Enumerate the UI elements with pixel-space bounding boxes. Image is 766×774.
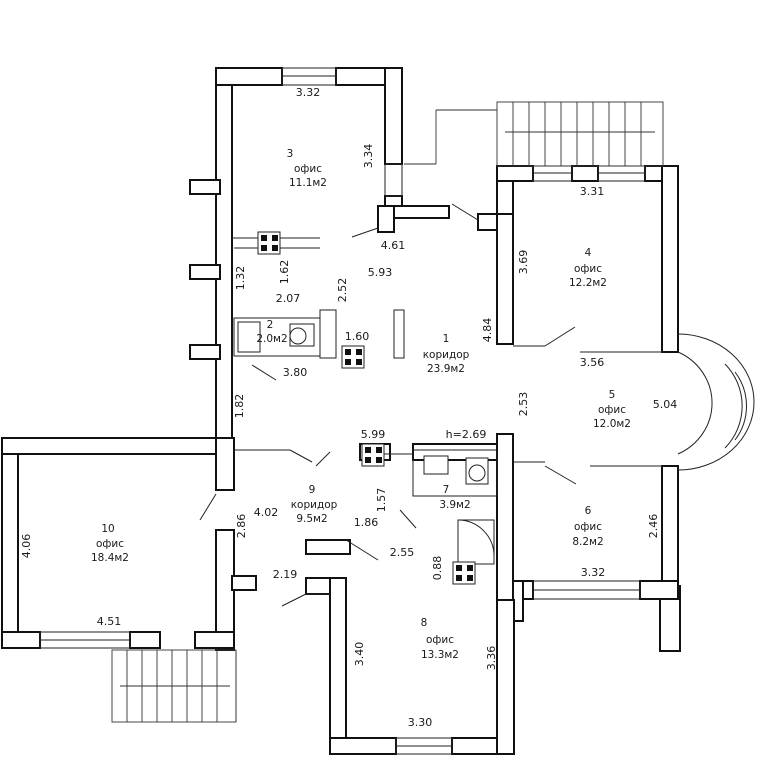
dimension: 3.69: [517, 250, 530, 275]
dimension: 4.02: [254, 506, 279, 519]
room-name: офис: [574, 521, 602, 533]
room-number: 10: [101, 523, 114, 535]
room-3-label: 3 офис 11.1м2: [287, 148, 327, 189]
room-9-label: 9 коридор 9.5м2: [291, 484, 338, 525]
dimension: 4.06: [20, 534, 33, 559]
dimension: 1.60: [345, 330, 370, 343]
room-number: 6: [585, 505, 592, 517]
bay-window: [677, 333, 755, 471]
room-2-label: 2 2.0м2: [256, 319, 287, 345]
dimension: 1.62: [278, 260, 291, 285]
room-number: 1: [443, 333, 450, 345]
stair-top-right: [404, 101, 664, 167]
walls: [1, 67, 681, 755]
dimension: 4.61: [381, 239, 406, 252]
room-number: 2: [267, 319, 274, 331]
dimension: 1.82: [233, 394, 246, 419]
room-number: 9: [309, 484, 316, 496]
dimension: 2.52: [336, 278, 349, 303]
room-area: 13.3м2: [421, 649, 459, 661]
room-area: 12.2м2: [569, 277, 607, 289]
room-name: офис: [598, 404, 626, 416]
room-area: 12.0м2: [593, 418, 631, 430]
stair-bottom-left: [111, 649, 237, 723]
room-number: 4: [585, 247, 592, 259]
dimension: 2.55: [390, 546, 415, 559]
dimension: 3.31: [580, 185, 605, 198]
room-area: 8.2м2: [572, 536, 603, 548]
room-1-label: 1 коридор 23.9м2: [423, 333, 470, 375]
ceiling-height: h=2.69: [446, 428, 487, 441]
room-area: 9.5м2: [296, 513, 327, 525]
room-name: офис: [574, 263, 602, 275]
dimension: 1.32: [234, 266, 247, 291]
dimension: 3.32: [296, 86, 321, 99]
dimension: 3.80: [283, 366, 308, 379]
room-5-label: 5 офис 12.0м2: [593, 389, 631, 430]
dimension: 2.86: [235, 514, 248, 539]
room-number: 5: [609, 389, 616, 401]
dimension: 5.99: [361, 428, 386, 441]
room-7-label: 7 3.9м2: [439, 484, 470, 511]
dimension: 3.40: [353, 642, 366, 667]
wc-fixtures: [233, 309, 498, 565]
room-area: 18.4м2: [91, 552, 129, 564]
room-area: 2.0м2: [256, 333, 287, 345]
dimension: 5.04: [653, 398, 678, 411]
room-4-label: 4 офис 12.2м2: [569, 247, 607, 289]
room-area: 3.9м2: [439, 499, 470, 511]
dimension: 1.57: [375, 488, 388, 513]
dimension: 0.88: [431, 556, 444, 581]
windows: [39, 67, 646, 755]
dimension: 2.19: [273, 568, 298, 581]
room-6-label: 6 офис 8.2м2: [572, 505, 603, 548]
dimension: 1.86: [354, 516, 379, 529]
room-name: офис: [96, 538, 124, 550]
partitions: [234, 237, 413, 595]
heater-icons: [257, 231, 476, 585]
dimension: 2.07: [276, 292, 301, 305]
room-8-label: 8 офис 13.3м2: [421, 617, 459, 661]
dimension-labels: 3.32 3.34 4.61 1.62 5.93 1.32 2.52 2.07 …: [20, 86, 677, 729]
room-name: коридор: [291, 499, 338, 511]
dimension: 3.30: [408, 716, 433, 729]
dimension: 2.46: [647, 514, 660, 539]
dimension: 3.34: [362, 144, 375, 169]
dimension: 5.93: [368, 266, 393, 279]
room-number: 8: [421, 617, 428, 629]
dimension: 4.84: [481, 318, 494, 343]
room-number: 3: [287, 148, 294, 160]
dimension: 3.36: [485, 646, 498, 671]
room-area: 11.1м2: [289, 177, 327, 189]
room-area: 23.9м2: [427, 363, 465, 375]
dimension: 3.32: [581, 566, 606, 579]
doors: [199, 203, 664, 607]
room-name: офис: [294, 163, 322, 175]
dimension: 4.51: [97, 615, 122, 628]
room-name: офис: [426, 634, 454, 646]
dimension: 3.56: [580, 356, 605, 369]
room-number: 7: [443, 484, 450, 496]
room-10-label: 10 офис 18.4м2: [91, 523, 129, 564]
dimension: 2.53: [517, 392, 530, 417]
room-name: коридор: [423, 349, 470, 361]
